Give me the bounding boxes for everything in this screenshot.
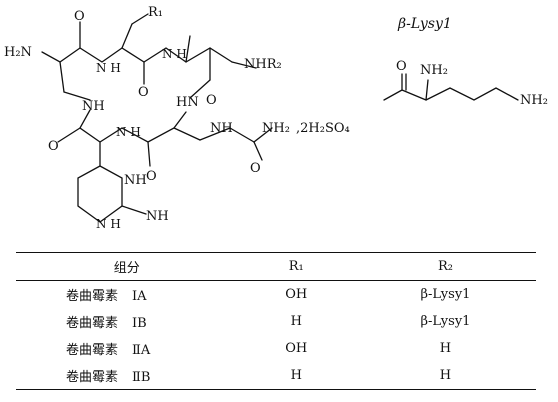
label-nhr2: NHR₂ bbox=[244, 57, 282, 72]
label-nh-ring: NH bbox=[124, 173, 147, 188]
side-chain-diagram: β-Lysy1 O NH₂ NH₂ bbox=[383, 16, 548, 108]
label-h2n: H₂N bbox=[4, 45, 32, 60]
cell-r2: β-Lysy1 bbox=[420, 287, 471, 302]
cell-r1: OH bbox=[285, 341, 308, 356]
table-header-row: 组分 R₁ R₂ bbox=[16, 252, 536, 281]
label-nh-ring-bottom: N H bbox=[96, 217, 121, 231]
cell-r1: H bbox=[290, 314, 302, 329]
label-n-mid: N H bbox=[116, 125, 141, 139]
label-o-urea: O bbox=[250, 161, 261, 176]
label-o-top: O bbox=[74, 9, 85, 24]
side-chain-title: β-Lysy1 bbox=[397, 16, 452, 32]
label-nh2-urea: NH₂ bbox=[262, 121, 290, 136]
structure-labels: R₁ H₂N O N H O N H NHR₂ O NH HN N H O O … bbox=[4, 5, 350, 231]
label-nh-urea: NH bbox=[210, 121, 233, 136]
cell-r2: β-Lysy1 bbox=[420, 314, 471, 329]
label-hn-mid: HN bbox=[176, 95, 199, 110]
label-nh-top: N H bbox=[96, 61, 121, 75]
side-chain-nh2-a: NH₂ bbox=[420, 63, 448, 78]
capreomycin-structure: R₁ H₂N O N H O N H NHR₂ O NH HN N H O O … bbox=[4, 5, 548, 231]
label-nh-right: N H bbox=[162, 47, 187, 61]
header-r1: R₁ bbox=[288, 259, 304, 274]
cell-r2: H bbox=[439, 341, 452, 356]
header-r2: R₂ bbox=[437, 259, 453, 274]
cell-r2: H bbox=[439, 368, 452, 383]
label-salt: ,2H₂SO₄ bbox=[296, 121, 350, 136]
label-o-left: O bbox=[48, 139, 59, 154]
label-r1: R₁ bbox=[148, 5, 163, 20]
cell-r1: OH bbox=[285, 287, 308, 302]
label-o-mid: O bbox=[138, 85, 149, 100]
macrocycle-bonds bbox=[41, 13, 273, 223]
label-nh-left: NH bbox=[82, 99, 105, 114]
label-nh-imine: NH bbox=[146, 209, 169, 224]
side-chain-o: O bbox=[396, 59, 407, 74]
side-chain-nh2-b: NH₂ bbox=[520, 93, 548, 108]
cell-r1: H bbox=[290, 368, 302, 383]
label-o-right: O bbox=[206, 93, 217, 108]
header-component: 组分 bbox=[113, 261, 140, 276]
label-o-bottom: O bbox=[146, 169, 157, 184]
